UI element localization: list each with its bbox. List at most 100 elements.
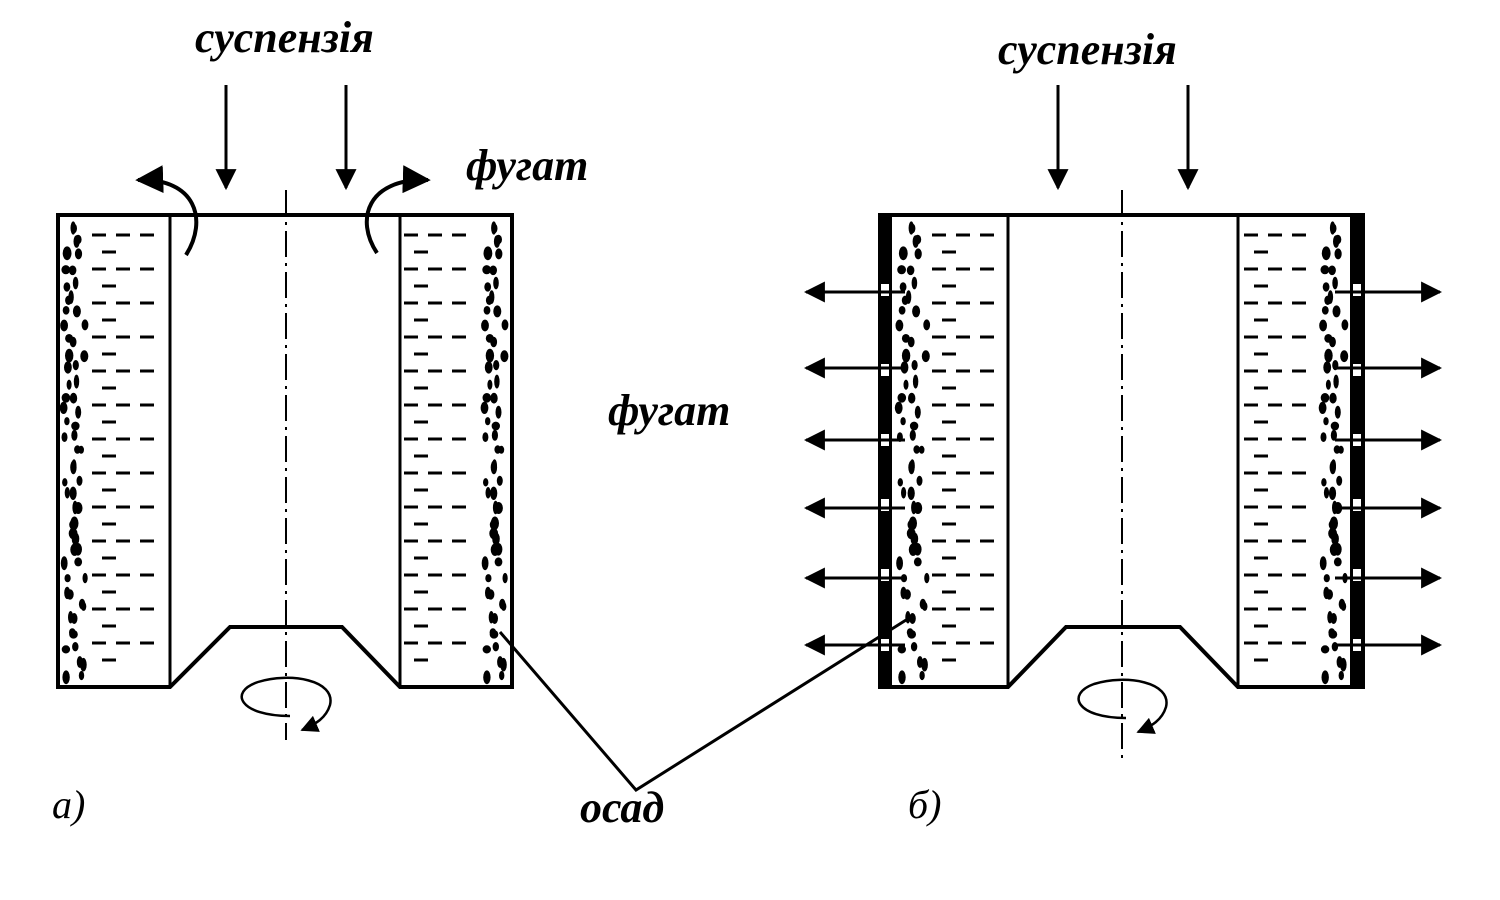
sediment-particle	[70, 543, 79, 556]
filtering-centrifuge-b: суспензія б)	[803, 25, 1443, 827]
sediment-particle	[69, 392, 78, 404]
sediment-particle	[494, 557, 503, 567]
sediment-particle	[489, 527, 499, 540]
sediment-particle	[1323, 487, 1330, 499]
sediment-particle	[913, 445, 920, 454]
sediment-particle	[62, 478, 68, 487]
sediment-particle	[897, 478, 903, 487]
sediment-particle	[921, 657, 928, 672]
sediment-particle	[71, 421, 80, 431]
sediment-particle	[897, 393, 907, 403]
sediment-particle	[491, 221, 497, 235]
sediment-particle	[64, 417, 70, 426]
perforation-hole	[881, 284, 889, 296]
sediment-particle	[482, 645, 491, 654]
sediment-particle	[483, 246, 493, 261]
sediment-particle	[911, 276, 918, 290]
sediment-particle	[500, 350, 509, 363]
sediment-particle	[76, 475, 83, 486]
sediment-particle	[1321, 670, 1329, 685]
sediment-particle	[65, 348, 74, 363]
sediment-particle	[72, 360, 79, 371]
sediment-particle	[485, 348, 495, 363]
sediment-particle	[490, 392, 498, 404]
sediment-particle	[918, 445, 925, 454]
sediment-particle	[482, 393, 492, 403]
sediment-particle	[898, 670, 906, 685]
sediment-particle	[485, 487, 491, 499]
sediment-particle	[1333, 445, 1341, 454]
sediment-particle	[487, 589, 495, 600]
sediment-particle	[913, 557, 922, 567]
sediment-particle	[907, 486, 915, 500]
liquid-layer-left-a	[92, 233, 154, 662]
sediment-particle	[480, 401, 489, 414]
sediment-particle	[923, 319, 931, 331]
sediment-particle	[74, 248, 83, 260]
sediment-particle	[488, 611, 494, 624]
sediment-particle	[1324, 295, 1332, 305]
sediment-particle	[62, 246, 72, 261]
sediment-particle	[72, 276, 79, 290]
sediment-particle	[1321, 306, 1329, 315]
sediment-particle	[914, 248, 922, 260]
sediment-particle	[1333, 557, 1342, 567]
sediment-particle	[62, 670, 70, 685]
sediment-particle	[1318, 401, 1327, 414]
sediment-particle	[900, 417, 906, 426]
sediment-particle	[1334, 405, 1341, 419]
sediment-particle	[1325, 589, 1334, 600]
sediment-particle	[895, 319, 904, 332]
sediment-particle	[1328, 486, 1337, 500]
sediment-particle	[63, 282, 71, 292]
sediment-particle	[493, 276, 499, 290]
overflow-arrow-left-a	[135, 165, 199, 257]
sediment-layer-right-a	[480, 221, 509, 685]
sediment-particle	[485, 417, 491, 426]
sediment-particle	[912, 305, 921, 318]
sediment-layer-right-b	[1318, 221, 1349, 685]
perforation-hole	[881, 499, 889, 511]
sediment-particle	[908, 543, 918, 556]
sediment-particle	[906, 265, 915, 276]
sediment-particle	[80, 350, 89, 363]
sediment-particle	[901, 487, 907, 499]
sediment-particle	[61, 432, 68, 442]
sediment-particle	[1328, 628, 1335, 637]
sediment-particle	[487, 379, 493, 390]
sediment-particle	[489, 628, 497, 637]
sediment-particle	[901, 334, 910, 343]
wall-perforations-b	[881, 284, 1361, 651]
sediment-particle	[922, 601, 928, 611]
sediment-particle	[1331, 642, 1339, 652]
sediment-particle	[490, 543, 500, 556]
sediment-particle	[68, 611, 74, 624]
sediment-particle	[1333, 374, 1339, 389]
sediment-particle	[1323, 361, 1332, 374]
sediment-particle	[494, 502, 503, 514]
sediment-particle	[1320, 645, 1330, 654]
perforation-hole	[1353, 364, 1361, 376]
perforation-hole	[881, 364, 889, 376]
sediment-particle	[494, 374, 500, 389]
sediment-particle	[501, 319, 509, 331]
sediment-particle	[899, 282, 907, 292]
sediment-particle	[1328, 527, 1337, 540]
filtrate-arrows-b	[803, 281, 1443, 656]
sediment-particle	[1328, 265, 1336, 276]
sediment-particle	[62, 306, 70, 315]
sediment-pointer-lines	[498, 613, 915, 792]
sediment-particle	[68, 265, 77, 276]
sediment-particle	[501, 601, 507, 611]
sediment-particle	[1341, 319, 1349, 331]
rotation-arrow-b	[1077, 678, 1168, 734]
sediment-particle	[909, 613, 916, 624]
sediment-particle	[1320, 432, 1327, 442]
sediment-particle	[490, 486, 498, 500]
sediment-particle	[66, 589, 74, 600]
sediment-particle	[81, 319, 89, 331]
sediment-particle	[897, 265, 906, 275]
sediment-particle	[490, 460, 498, 475]
sediment-particle	[906, 628, 914, 637]
sediment-particle	[483, 670, 491, 685]
